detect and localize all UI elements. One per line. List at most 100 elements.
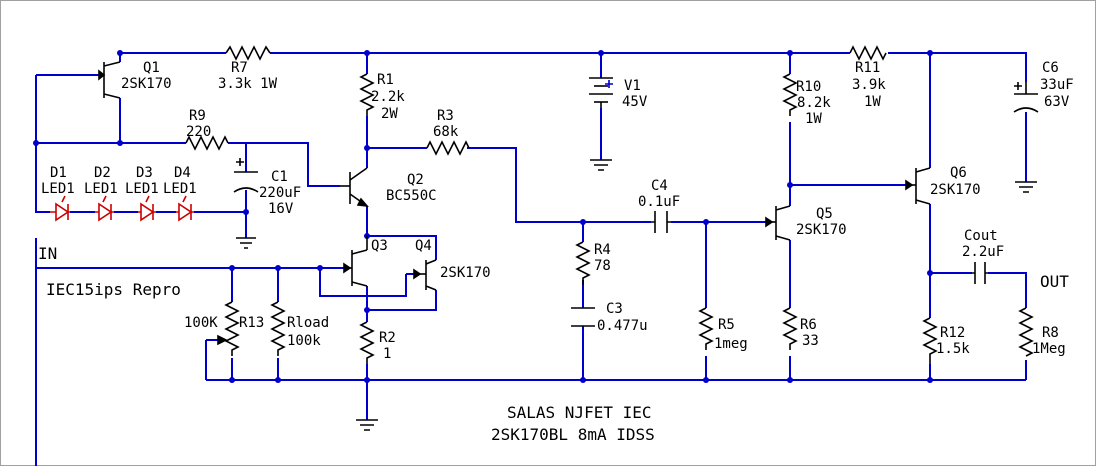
q5-name: Q5 [816, 206, 833, 222]
v1-value: 45V [622, 94, 648, 110]
r5-name: R5 [718, 317, 735, 333]
v1-ground-symbol [590, 159, 612, 171]
q3-jfet-symbol [343, 236, 368, 287]
r12-value: 1.5k [936, 341, 970, 357]
r7-value: 3.3k 1W [218, 76, 278, 92]
q4-jfet-symbol [413, 259, 437, 291]
q2-type: BC550C [386, 188, 437, 204]
r5-value: 1meg [714, 336, 748, 352]
r10-name: R10 [796, 79, 821, 95]
r10-resistor [782, 73, 798, 116]
labels: Q1 2SK170 R7 3.3k 1W R9 220 D1 D2 D3 D4 … [38, 60, 1074, 444]
r3-name: R3 [437, 108, 454, 124]
q2-name: Q2 [407, 172, 424, 188]
wires [35, 52, 1027, 466]
q6-name: Q6 [950, 165, 967, 181]
r2-value: 1 [383, 346, 391, 362]
r1-name: R1 [377, 72, 394, 88]
r8-resistor [1018, 307, 1034, 357]
rload-resistor [270, 301, 286, 356]
q2-bjt-symbol [340, 167, 369, 208]
r4-name: R4 [594, 242, 611, 258]
r1-power: 2W [381, 106, 398, 122]
r9-value: 220 [186, 124, 211, 140]
r3-resistor [426, 140, 470, 156]
r13-value: 100K [184, 315, 218, 331]
rload-name: Rload [287, 315, 329, 331]
r6-resistor [782, 307, 798, 350]
v1-name: V1 [624, 78, 641, 94]
title-label: IEC15ips Repro [46, 280, 181, 299]
r11-value: 3.9k [852, 77, 886, 93]
d1-type: LED1 [41, 181, 75, 197]
cout-name: Cout [964, 228, 998, 244]
c6-value: 33uF [1040, 77, 1074, 93]
cout-value: 2.2uF [962, 244, 1004, 260]
r3-value: 68k [433, 124, 459, 140]
q4-type: 2SK170 [440, 265, 491, 281]
r12-name: R12 [940, 325, 965, 341]
r2-name: R2 [379, 330, 396, 346]
d2-name: D2 [94, 165, 111, 181]
c4-name: C4 [651, 178, 668, 194]
junctions [33, 50, 933, 383]
r1-value: 2.2k [371, 89, 405, 105]
c3-name: C3 [606, 301, 623, 317]
q1-name: Q1 [143, 60, 160, 76]
main-ground-symbol [356, 419, 378, 431]
q3-name: Q3 [371, 238, 388, 254]
c1-ground-symbol [236, 237, 256, 249]
r10-power: 1W [805, 111, 822, 127]
v1-battery-symbol [589, 77, 613, 108]
r8-name: R8 [1042, 325, 1059, 341]
r11-power: 1W [864, 94, 881, 110]
q5-jfet-symbol [765, 205, 791, 241]
rload-value: 100k [287, 333, 321, 349]
caption-line-1: SALAS NJFET IEC [507, 403, 652, 422]
cout-capacitor [972, 262, 988, 284]
d1-name: D1 [50, 165, 67, 181]
r9-name: R9 [189, 108, 206, 124]
r7-resistor [225, 45, 271, 61]
r2-resistor [359, 321, 375, 364]
c1-value: 220uF [259, 185, 301, 201]
c1-capacitor [233, 158, 259, 193]
c3-value: 0.477u [597, 318, 648, 334]
r6-name: R6 [800, 317, 817, 333]
r4-value: 78 [594, 258, 611, 274]
r1-resistor [359, 73, 375, 116]
r6-value: 33 [802, 333, 819, 349]
c4-value: 0.1uF [638, 194, 680, 210]
out-label: OUT [1040, 272, 1069, 291]
led-string [50, 195, 194, 222]
in-label: IN [38, 244, 57, 263]
caption-line-2: 2SK170BL 8mA IDSS [491, 425, 655, 444]
r11-name: R11 [855, 60, 880, 76]
c6-ground-symbol [1015, 181, 1037, 193]
r8-value: 1Meg [1032, 341, 1066, 357]
r4-resistor [575, 241, 591, 285]
c6-capacitor [1013, 82, 1039, 113]
r10-value: 8.2k [797, 95, 831, 111]
c1-name: C1 [271, 169, 288, 185]
r11-resistor [849, 45, 887, 61]
r12-resistor [922, 317, 938, 364]
q4-name: Q4 [415, 238, 432, 254]
d4-type: LED1 [163, 181, 197, 197]
c6-name: C6 [1042, 60, 1059, 76]
q6-jfet-symbol [905, 167, 931, 205]
r7-name: R7 [231, 60, 248, 76]
r5-resistor [698, 307, 714, 350]
q6-type: 2SK170 [930, 182, 981, 198]
c3-capacitor [571, 307, 595, 327]
q1-type: 2SK170 [121, 76, 172, 92]
d2-type: LED1 [84, 181, 118, 197]
q5-type: 2SK170 [796, 222, 847, 238]
d3-name: D3 [136, 165, 153, 181]
q1-jfet-symbol [98, 61, 121, 99]
c4-capacitor [651, 211, 671, 233]
r9-resistor [185, 135, 229, 151]
r13-name: R13 [239, 315, 264, 331]
